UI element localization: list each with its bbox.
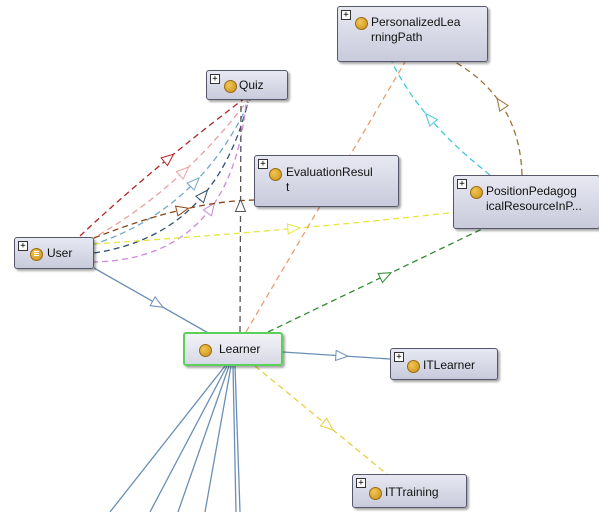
- node-evaluation-result[interactable]: + EvaluationResul t: [254, 155, 399, 207]
- edge-arrow-icon: [377, 272, 393, 284]
- edge-learner-subclass[interactable]: [204, 365, 232, 512]
- class-icon: [369, 487, 382, 500]
- edge-arrow-icon: [424, 112, 439, 127]
- edge-arrow-icon: [175, 166, 190, 180]
- node-personalized-learning-path[interactable]: + PersonalizedLea rningPath: [337, 6, 488, 62]
- expand-icon[interactable]: +: [258, 159, 268, 169]
- edge-learner-to-ittraining[interactable]: [254, 365, 389, 476]
- class-icon: [269, 168, 282, 181]
- class-icon: [199, 344, 212, 357]
- expand-icon[interactable]: +: [394, 352, 404, 362]
- edge-arrow-icon: [194, 189, 209, 204]
- edge-user-to-position[interactable]: [93, 211, 458, 245]
- edge-arrow-icon: [202, 202, 216, 217]
- edge-position-to-personalized[interactable]: [391, 61, 491, 176]
- edge-position-to-personalized[interactable]: [454, 61, 523, 176]
- expand-icon[interactable]: +: [457, 179, 467, 189]
- edge-user-to-quiz[interactable]: [91, 99, 251, 246]
- edge-user-to-quiz[interactable]: [79, 97, 246, 237]
- node-it-training[interactable]: + ITTraining: [352, 474, 467, 508]
- node-quiz[interactable]: + Quiz: [206, 70, 288, 100]
- edge-learner-subclass[interactable]: [109, 365, 226, 512]
- edge-learner-subclass[interactable]: [149, 365, 228, 512]
- edge-learner-subclass[interactable]: [234, 365, 241, 512]
- node-learner[interactable]: Learner: [183, 332, 283, 366]
- edge-arrow-icon: [160, 153, 175, 167]
- edge-arrow-icon: [234, 198, 247, 213]
- expand-icon[interactable]: +: [356, 478, 366, 488]
- edge-learner-to-quiz[interactable]: [239, 101, 242, 333]
- edge-learner-subclass[interactable]: [232, 365, 237, 512]
- node-label: User: [47, 246, 73, 260]
- edge-learner-subclass[interactable]: [177, 365, 230, 512]
- user-class-icon: [30, 248, 43, 261]
- edge-arrow-icon: [319, 417, 334, 431]
- class-icon: [407, 360, 420, 373]
- expand-icon[interactable]: +: [18, 241, 28, 251]
- edge-user-to-quiz[interactable]: [91, 103, 247, 263]
- edge-user-to-quiz[interactable]: [93, 101, 249, 254]
- node-label: ITLearner: [423, 358, 476, 372]
- node-label: Quiz: [239, 78, 264, 92]
- edge-user-to-quiz[interactable]: [89, 99, 249, 241]
- edge-arrow-icon: [334, 349, 350, 362]
- expand-icon[interactable]: +: [341, 10, 351, 20]
- edge-learner-to-personalized[interactable]: [245, 61, 406, 333]
- class-icon: [470, 186, 483, 199]
- node-position-pedagogical-resource[interactable]: + PositionPedagog icalResourceInP...: [453, 175, 599, 229]
- expand-icon[interactable]: +: [210, 74, 220, 84]
- node-it-learner[interactable]: + ITLearner: [390, 348, 498, 380]
- edge-arrow-icon: [496, 97, 509, 112]
- edge-learner-to-position[interactable]: [267, 228, 483, 333]
- class-icon: [224, 80, 237, 93]
- node-label: EvaluationResul t: [286, 165, 373, 194]
- edge-arrow-icon: [286, 223, 302, 235]
- node-label: PositionPedagog icalResourceInP...: [486, 184, 582, 213]
- edge-arrow-icon: [149, 296, 165, 308]
- edge-arrow-icon: [174, 205, 190, 217]
- edges-layer: [79, 61, 523, 512]
- edge-user-to-learner[interactable]: [93, 267, 211, 335]
- node-user[interactable]: + User: [14, 237, 94, 269]
- node-label: PersonalizedLea rningPath: [371, 15, 461, 44]
- edge-arrow-icon: [186, 177, 200, 191]
- node-label: ITTraining: [385, 485, 439, 499]
- class-icon: [355, 17, 368, 30]
- node-label: Learner: [219, 342, 261, 356]
